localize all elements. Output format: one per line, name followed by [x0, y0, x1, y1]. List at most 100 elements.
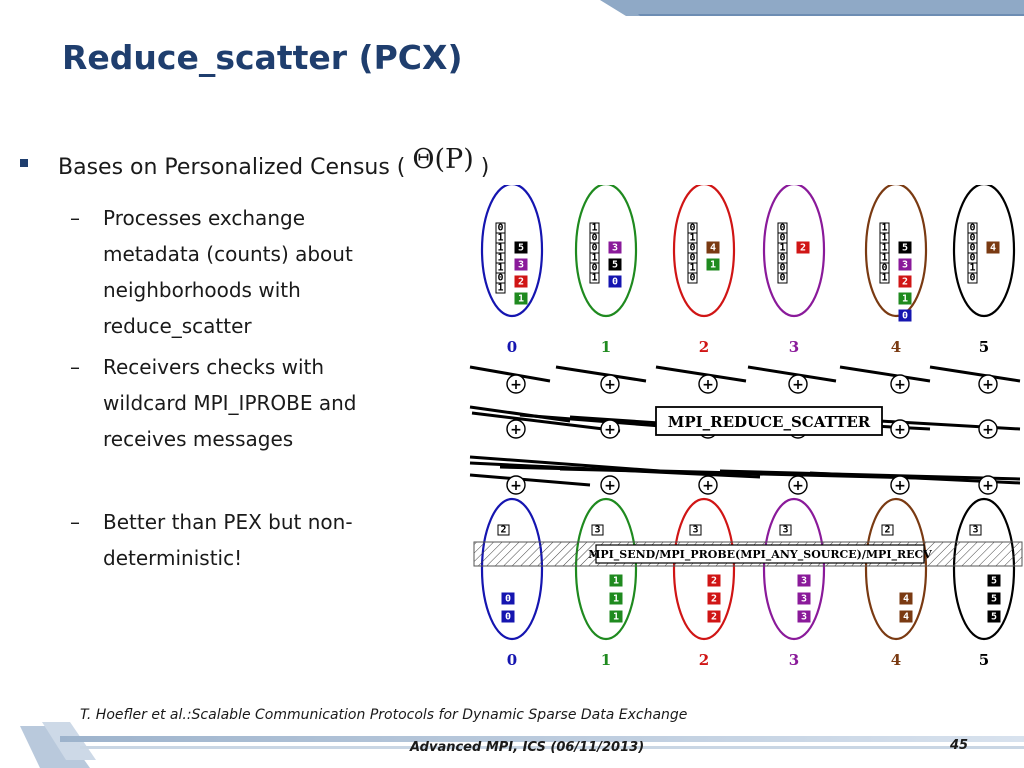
reduce-plus-circle	[600, 419, 620, 439]
bit-cell-label: 1	[497, 253, 503, 264]
plus-sign: +	[982, 422, 994, 438]
bit-cell-label: 1	[881, 253, 887, 264]
count-box-label: 5	[902, 243, 908, 254]
received-message-box-label: 4	[903, 594, 909, 605]
received-message-box	[987, 610, 1001, 623]
bit-cell-label: 0	[779, 253, 785, 264]
count-box-label: 2	[902, 277, 908, 288]
bullet-main-text: Bases on Personalized Census (	[58, 155, 406, 180]
footer-decoration	[20, 722, 1024, 768]
plus-sign: +	[510, 422, 522, 438]
bottom-process-ellipse	[480, 497, 544, 641]
bullet-square-icon	[20, 159, 28, 167]
receive-label-box	[595, 544, 925, 564]
received-message-box-label: 4	[903, 612, 909, 623]
bottom-process-id: 2	[699, 651, 709, 669]
plus-sign: +	[894, 478, 906, 494]
received-message-box-label: 2	[711, 612, 717, 623]
bit-cell-label: 0	[969, 233, 975, 244]
count-box	[898, 258, 912, 271]
top-process-id: 5	[979, 338, 989, 356]
top-process-ellipse	[480, 185, 544, 318]
received-message-box	[987, 592, 1001, 605]
top-process-ellipse	[864, 185, 928, 318]
bit-cell-label: 1	[591, 273, 597, 284]
received-message-box	[609, 574, 623, 587]
count-box	[706, 258, 720, 271]
count-box	[706, 241, 720, 254]
received-message-box	[501, 610, 515, 623]
bottom-process-id: 1	[601, 651, 611, 669]
reduce-plus-circle	[978, 475, 998, 495]
count-box-label: 0	[612, 277, 618, 288]
received-message-box-label: 5	[991, 576, 997, 587]
dash-icon: –	[70, 206, 80, 230]
bit-cell-label: 1	[497, 243, 503, 254]
plus-sign: +	[604, 478, 616, 494]
bottom-count-box	[969, 524, 982, 536]
dash-icon: –	[70, 510, 80, 534]
bit-cell-label: 1	[591, 223, 597, 234]
bit-cell	[687, 272, 698, 284]
bit-cell-label: 1	[689, 233, 695, 244]
plus-sign: +	[792, 377, 804, 393]
bit-cell-label: 1	[881, 273, 887, 284]
reduce-plus-circle	[890, 475, 910, 495]
bottom-count-box	[779, 524, 792, 536]
message-arrow	[747, 365, 837, 383]
bit-cell-label: 0	[779, 263, 785, 274]
count-box	[796, 241, 810, 254]
reduce-plus-circle	[788, 374, 808, 394]
bit-cell-label: 1	[689, 263, 695, 274]
reduce-plus-circle	[600, 374, 620, 394]
count-box	[898, 241, 912, 254]
bit-cell-label: 0	[779, 273, 785, 284]
count-box-label: 5	[518, 243, 524, 254]
bit-cell-label: 0	[497, 273, 503, 284]
received-message-box-label: 1	[613, 612, 619, 623]
message-arrow	[655, 365, 747, 383]
page-number: 45	[950, 738, 969, 753]
received-message-box-label: 3	[801, 612, 807, 623]
count-box	[608, 258, 622, 271]
reduce-plus-circle	[788, 475, 808, 495]
top-process-id: 0	[507, 338, 517, 356]
received-message-box	[609, 610, 623, 623]
count-box-label: 3	[518, 260, 524, 271]
bit-cell-label: 0	[591, 233, 597, 244]
message-arrow	[469, 455, 661, 473]
theta-math: Θ(P)	[412, 144, 474, 175]
bottom-count-box-label: 3	[972, 525, 978, 536]
count-box-label: 4	[710, 243, 716, 254]
received-message-box	[707, 592, 721, 605]
top-process-id: 2	[699, 338, 709, 356]
bit-cell-label: 0	[969, 243, 975, 254]
bit-cell-label: 0	[591, 263, 597, 274]
count-box	[898, 275, 912, 288]
top-process-ellipse	[952, 185, 1016, 318]
reduce-plus-circle	[698, 475, 718, 495]
received-message-box-label: 0	[505, 594, 511, 605]
received-message-box-label: 3	[801, 576, 807, 587]
bottom-process-id: 4	[891, 651, 901, 669]
count-box-label: 4	[990, 243, 996, 254]
count-box-label: 2	[518, 277, 524, 288]
top-process-id: 3	[789, 338, 799, 356]
top-process-ellipse	[672, 185, 736, 318]
bit-cell-label: 0	[689, 223, 695, 234]
bit-cell-label: 0	[591, 243, 597, 254]
reduce-scatter-box	[655, 406, 883, 436]
bit-cell-label: 0	[969, 273, 975, 284]
bit-cell-label: 1	[881, 223, 887, 234]
reduce-scatter-diagram: 0111101532101001013501010010412001000231…	[469, 185, 1023, 669]
received-message-box	[899, 592, 913, 605]
plus-sign: +	[702, 478, 714, 494]
received-message-box-label: 1	[613, 576, 619, 587]
reduce-plus-circle	[600, 475, 620, 495]
bottom-process-ellipse	[672, 497, 736, 641]
received-message-box-label: 0	[505, 612, 511, 623]
reduce-plus-circle	[506, 374, 526, 394]
bit-cell	[879, 272, 890, 284]
bit-cell-label: 0	[497, 223, 503, 234]
slide-title: Reduce_scatter (PCX)	[62, 38, 463, 77]
